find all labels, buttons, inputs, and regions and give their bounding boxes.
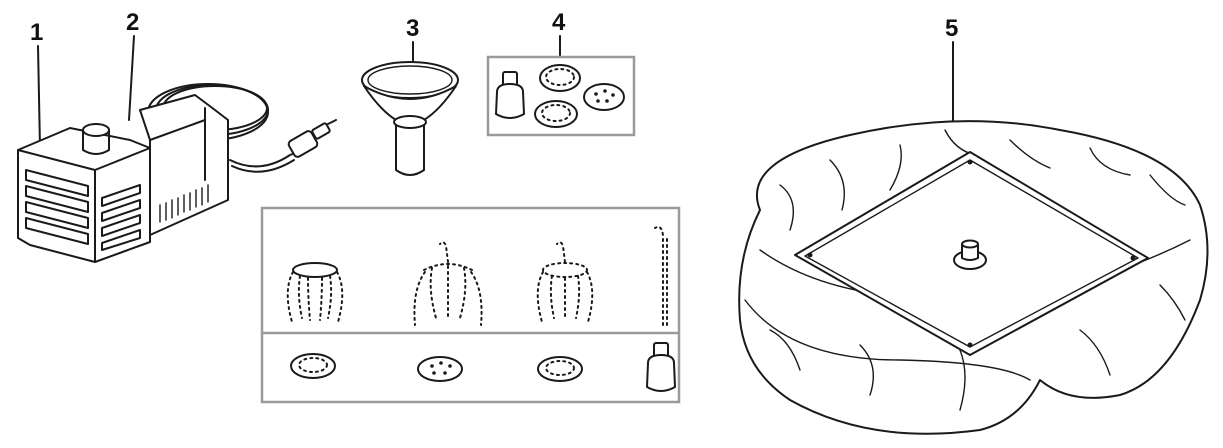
- pump-body: [139, 94, 229, 236]
- pump-outlet: [82, 123, 110, 137]
- nozzle-disc-1: [539, 64, 581, 92]
- floating-ring-illustration: [738, 120, 1209, 435]
- pump-intake-grille: [25, 169, 141, 251]
- spray-pattern-crown: [536, 241, 594, 323]
- spray-pattern-jet: [654, 226, 668, 326]
- leader-line-2: [128, 35, 135, 121]
- pump-plug: [287, 119, 337, 158]
- nozzle-jet: [646, 342, 676, 392]
- leader-line-1: [37, 45, 41, 149]
- nozzle-disc-3: [534, 100, 578, 128]
- cone-adapter-illustration: [361, 61, 459, 176]
- nozzle-set-illustration: [495, 64, 625, 128]
- part-number-1: 1: [30, 19, 43, 46]
- part-number-3: 3: [406, 15, 419, 42]
- nozzle-crown: [537, 356, 583, 382]
- nozzle-disc-2: [583, 83, 625, 111]
- spray-pattern-dome: [286, 262, 344, 323]
- spray-pattern-tulip: [413, 241, 483, 326]
- nozzle-set-frame: [486, 55, 636, 137]
- nozzle-tulip: [417, 356, 463, 382]
- pump-illustration: [17, 83, 337, 263]
- nozzle-cap: [495, 71, 525, 119]
- pump-side-vents: [159, 184, 209, 223]
- part-number-5: 5: [945, 15, 958, 42]
- part-number-4: 4: [552, 9, 566, 36]
- part-number-2: 2: [126, 9, 139, 36]
- nozzle-dome: [290, 353, 336, 379]
- platform-outlet: [953, 239, 987, 270]
- spray-pattern-frame: [260, 206, 681, 404]
